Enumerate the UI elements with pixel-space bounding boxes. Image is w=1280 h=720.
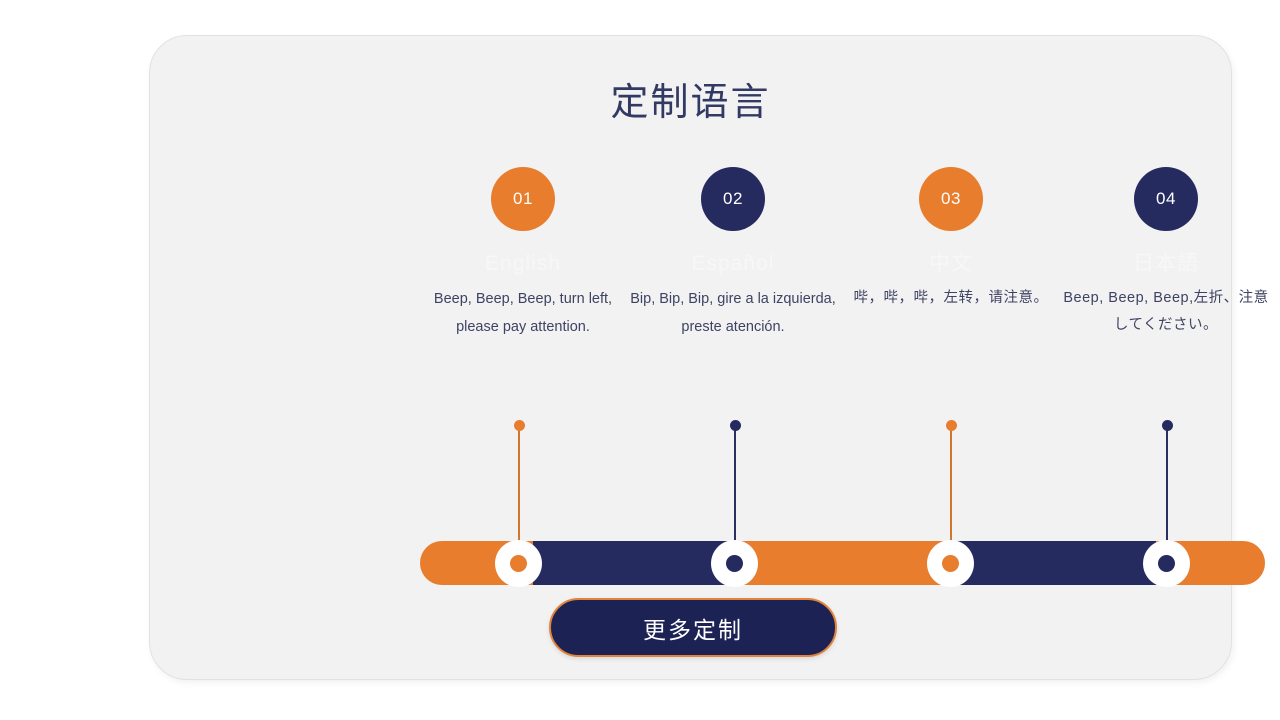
language-label-01: English	[485, 252, 561, 275]
step-badge-01[interactable]: 01	[491, 167, 555, 231]
timeline-marker-dot-01	[510, 554, 527, 572]
language-label-02: Español	[691, 252, 775, 275]
timeline-stem-dot-03	[945, 420, 957, 431]
timeline-marker-04[interactable]	[1143, 539, 1190, 587]
timeline	[420, 420, 1265, 587]
language-column-02[interactable]: 02 Español Bip, Bip, Bip, gire a la izqu…	[618, 167, 848, 341]
language-label-04: 日本語	[1133, 252, 1199, 275]
language-column-04[interactable]: 04 日本語 Beep, Beep, Beep,左折、注意してください。	[1051, 167, 1280, 339]
step-badge-02[interactable]: 02	[701, 167, 765, 231]
timeline-stem-dot-01	[513, 420, 525, 431]
timeline-marker-dot-03	[942, 554, 959, 572]
bar-segment-3	[741, 541, 949, 585]
more-customization-button[interactable]: 更多定制	[549, 598, 837, 657]
language-description-04: Beep, Beep, Beep,左折、注意してください。	[1063, 290, 1269, 333]
step-badge-04[interactable]: 04	[1134, 167, 1198, 231]
language-description-02: Bip, Bip, Bip, gire a la izquierda, pres…	[630, 291, 836, 335]
timeline-stem-04	[1161, 420, 1173, 564]
timeline-marker-dot-02	[726, 554, 743, 572]
bar-segment-2	[533, 541, 742, 585]
progress-bar[interactable]	[420, 541, 1265, 585]
timeline-marker-02[interactable]	[711, 539, 758, 587]
timeline-marker-dot-04	[1158, 554, 1175, 572]
step-badge-03[interactable]: 03	[919, 167, 983, 231]
language-column-03[interactable]: 03 中文 哔，哔，哔，左转，请注意。	[836, 167, 1066, 312]
language-description-03: 哔，哔，哔，左转，请注意。	[853, 290, 1049, 306]
language-description-01: Beep, Beep, Beep, turn left, please pay …	[433, 291, 613, 335]
bar-segment-4	[948, 541, 1157, 585]
timeline-marker-03[interactable]	[927, 539, 974, 587]
timeline-stem-03	[945, 420, 957, 564]
language-column-01[interactable]: 01 English Beep, Beep, Beep, turn left, …	[408, 167, 638, 341]
timeline-stem-02	[729, 420, 741, 564]
timeline-stem-dot-04	[1161, 420, 1173, 431]
timeline-stem-01	[513, 420, 525, 564]
timeline-stem-dot-02	[729, 420, 741, 431]
language-columns: 01 English Beep, Beep, Beep, turn left, …	[150, 167, 1268, 397]
language-label-03: 中文	[929, 252, 973, 275]
page-title: 定制语言	[610, 82, 771, 124]
timeline-marker-01[interactable]	[495, 539, 542, 587]
content-card: 定制语言 01 English Beep, Beep, Beep, turn l…	[149, 35, 1268, 680]
